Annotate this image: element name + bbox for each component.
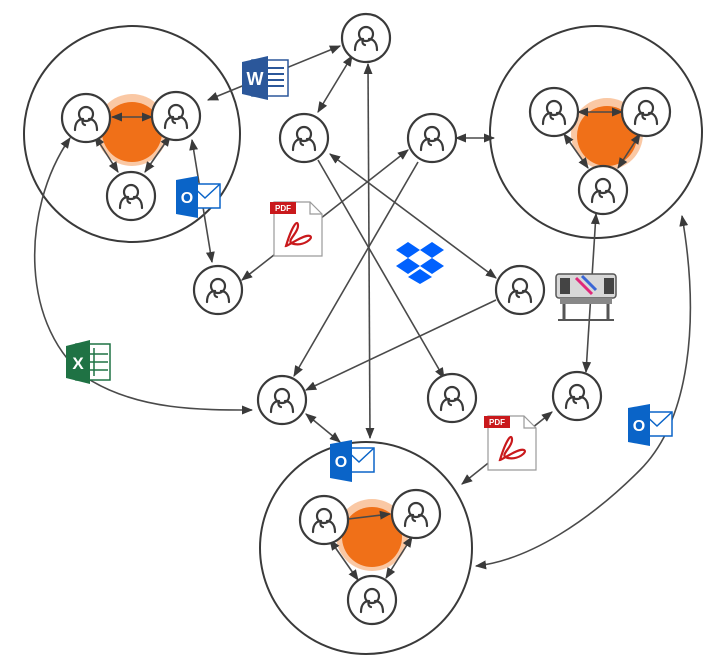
edge [329, 153, 497, 279]
pdf-icon[interactable]: PDF [484, 415, 537, 471]
person-nodes [60, 12, 672, 626]
person-node[interactable] [346, 574, 398, 626]
svg-text:O: O [633, 418, 645, 435]
person-node[interactable] [256, 374, 308, 426]
edge [305, 413, 341, 443]
person-node[interactable] [406, 112, 458, 164]
cluster-circle-bottom [259, 441, 473, 655]
person-node[interactable] [426, 372, 478, 424]
pdf-icon[interactable]: PDF [270, 201, 323, 257]
person-node[interactable] [528, 86, 580, 138]
outlook-icon[interactable]: O [330, 440, 375, 482]
person-node[interactable] [192, 264, 244, 316]
outlook-icon[interactable]: O [628, 404, 673, 446]
edge [304, 299, 497, 391]
person-node[interactable] [340, 12, 392, 64]
svg-text:PDF: PDF [275, 204, 291, 213]
word-icon[interactable]: W [242, 56, 289, 100]
edge [293, 161, 419, 377]
person-node[interactable] [620, 86, 672, 138]
excel-icon[interactable]: X [66, 340, 111, 384]
person-node[interactable] [494, 264, 546, 316]
svg-text:X: X [72, 354, 84, 373]
edge [617, 133, 641, 169]
edge [241, 149, 409, 281]
edge [385, 536, 413, 579]
dropbox-icon[interactable] [396, 242, 444, 284]
printer-icon[interactable] [555, 273, 617, 321]
svg-text:W: W [247, 69, 264, 89]
svg-text:O: O [181, 190, 193, 207]
outlook-icon[interactable]: O [176, 176, 221, 218]
person-node[interactable] [278, 112, 330, 164]
person-node[interactable] [577, 164, 629, 216]
edge [317, 55, 353, 113]
person-node[interactable] [150, 90, 202, 142]
svg-text:PDF: PDF [489, 418, 505, 427]
svg-text:O: O [335, 454, 347, 471]
person-node[interactable] [60, 92, 112, 144]
edge [563, 133, 589, 169]
person-node[interactable] [551, 370, 603, 422]
person-node[interactable] [390, 488, 442, 540]
person-node[interactable] [105, 170, 157, 222]
person-node[interactable] [298, 494, 350, 546]
edge [474, 214, 692, 570]
edge [329, 539, 359, 581]
